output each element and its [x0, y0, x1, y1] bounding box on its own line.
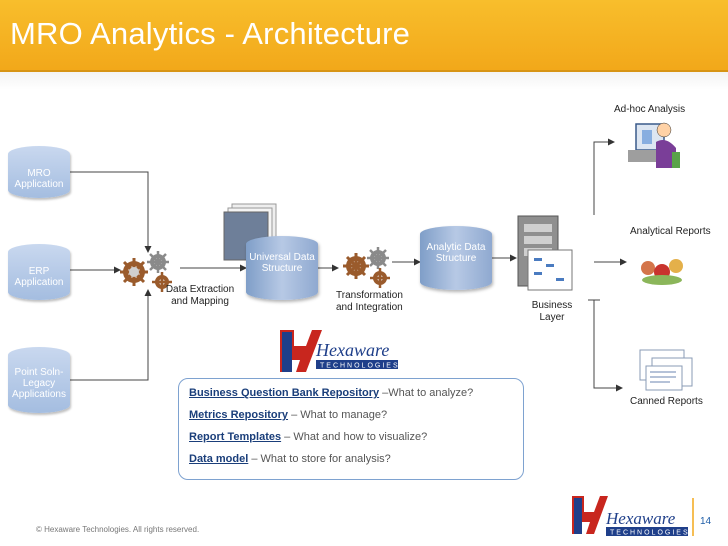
source-label: ERP Application	[14, 266, 64, 288]
store-label: Universal Data Structure	[249, 252, 315, 274]
info-row-metrics: Metrics Repository – What to manage?	[189, 409, 387, 421]
repository-info-box: Business Question Bank Repository –What …	[178, 378, 524, 480]
info-row-question-bank: Business Question Bank Repository –What …	[189, 387, 473, 399]
page-title: MRO Analytics - Architecture	[10, 16, 411, 51]
source-label: Point Soln- Legacy Applications	[12, 367, 66, 400]
extraction-label: Data Extraction and Mapping	[165, 284, 235, 307]
page-number: 14	[700, 516, 712, 527]
source-erp-application: ERP Application	[8, 244, 70, 300]
info-row-data-model: Data model – What to store for analysis?	[189, 453, 391, 465]
transformation-label: Transformation and Integration	[336, 290, 403, 313]
info-desc: –What to analyze?	[382, 387, 474, 399]
info-key[interactable]: Report Templates	[189, 431, 282, 443]
source-label: MRO Application	[14, 168, 64, 190]
info-key[interactable]: Metrics Repository	[189, 409, 289, 421]
info-key[interactable]: Business Question Bank Repository	[189, 387, 380, 399]
adhoc-analysis-label: Ad-hoc Analysis	[614, 104, 686, 115]
header-divider	[0, 72, 728, 90]
info-desc: – What to manage?	[291, 409, 388, 421]
info-desc: – What and how to visualize?	[284, 431, 428, 443]
source-legacy-applications: Point Soln- Legacy Applications	[8, 347, 70, 413]
copyright-text: © Hexaware Technologies. All rights rese…	[36, 525, 200, 534]
info-key[interactable]: Data model	[189, 453, 249, 465]
info-row-report-templates: Report Templates – What and how to visua…	[189, 431, 427, 443]
title-bar: MRO Analytics - Architecture	[0, 0, 728, 72]
analytic-data-structure: Analytic Data Structure	[420, 226, 492, 290]
store-label: Analytic Data Structure	[426, 242, 486, 264]
source-mro-application: MRO Application	[8, 146, 70, 198]
info-desc: – What to store for analysis?	[251, 453, 391, 465]
canned-reports-label: Canned Reports	[630, 396, 703, 407]
business-layer-label: Business Layer	[531, 300, 573, 323]
analytical-reports-label: Analytical Reports	[630, 226, 711, 237]
universal-data-structure: Universal Data Structure	[246, 236, 318, 300]
